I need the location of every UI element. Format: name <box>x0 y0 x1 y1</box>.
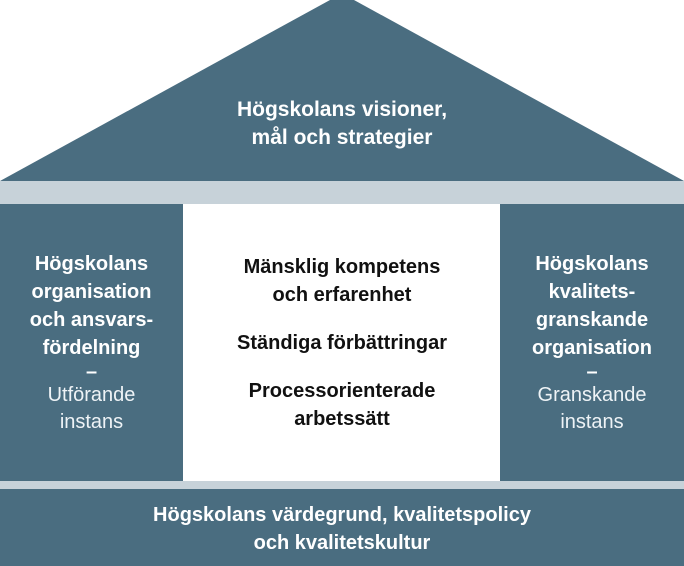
right-pillar-title: Högskolans kvalitets- granskande organis… <box>531 252 652 359</box>
left-pillar-dash: – <box>85 360 98 383</box>
center-item-processes: Processorienterade arbetssätt <box>248 379 436 430</box>
roof-label: Högskolans visioner, mål och strategier <box>236 98 448 149</box>
left-pillar-subtitle: Utförande instans <box>47 383 136 433</box>
roof-separator <box>0 181 684 204</box>
base-foundation: Högskolans värdegrund, kvalitetspolicy o… <box>0 489 684 566</box>
center-item-competence: Mänsklig kompetens och erfarenhet <box>243 255 441 306</box>
center-panel: Mänsklig kompetens och erfarenhet Ständi… <box>184 204 500 481</box>
left-pillar: Högskolans organisation och ansvars- för… <box>0 204 183 481</box>
right-pillar-subtitle: Granskande instans <box>537 383 647 433</box>
right-pillar-dash: – <box>586 360 598 383</box>
right-pillar: Högskolans kvalitets- granskande organis… <box>500 204 684 481</box>
left-pillar-title: Högskolans organisation och ansvars- för… <box>29 252 154 359</box>
center-item-improvements: Ständiga förbättringar <box>236 331 447 354</box>
roof-shape <box>0 0 684 181</box>
base-separator <box>0 481 684 489</box>
